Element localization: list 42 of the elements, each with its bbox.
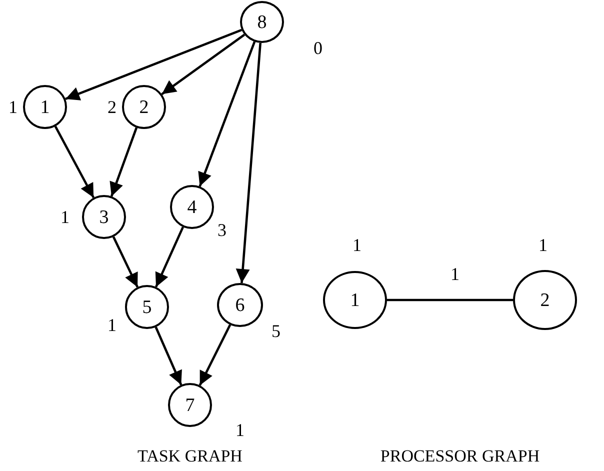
arrow	[65, 28, 242, 100]
node-number: 2	[540, 290, 550, 310]
circle-node	[122, 85, 166, 129]
node-weight: 3	[218, 221, 226, 239]
node-weight: 2	[108, 98, 116, 116]
node-number: 3	[99, 208, 109, 226]
edge-label: 1	[450, 265, 460, 283]
node-weight: 5	[272, 322, 280, 340]
node-number: 7	[185, 396, 195, 414]
arrow	[112, 236, 139, 288]
node-weight: 1	[352, 236, 362, 254]
arrow	[154, 226, 184, 288]
node-weight: 1	[108, 316, 116, 334]
circle-node	[82, 195, 126, 239]
arrow	[110, 127, 138, 197]
node-number: 5	[142, 298, 152, 316]
arrow	[54, 126, 95, 198]
arrow	[154, 326, 182, 386]
circle-node	[168, 383, 212, 427]
arrow	[198, 41, 256, 187]
node-weight: 1	[8, 98, 18, 116]
circle-node	[240, 1, 284, 43]
node-number: 1	[350, 290, 360, 310]
node-number: 8	[257, 12, 267, 32]
node-number: 4	[187, 198, 197, 216]
circle-node	[217, 283, 263, 327]
graph-caption: TASK GRAPH	[138, 448, 242, 464]
circle-node	[23, 85, 67, 129]
connector-line	[387, 298, 513, 302]
node-weight: 0	[314, 39, 322, 57]
node-weight: 1	[538, 236, 548, 254]
arrow	[161, 34, 246, 96]
node-number: 1	[40, 98, 50, 116]
arrow	[198, 324, 232, 386]
circle-node	[170, 185, 214, 229]
node-weight: 1	[236, 421, 244, 439]
node-weight: 1	[60, 208, 70, 226]
node-number: 6	[235, 296, 245, 314]
arrow	[236, 42, 262, 284]
node-number: 2	[139, 98, 149, 116]
graph-caption: PROCESSOR GRAPH	[380, 448, 540, 464]
circle-node	[125, 285, 169, 329]
